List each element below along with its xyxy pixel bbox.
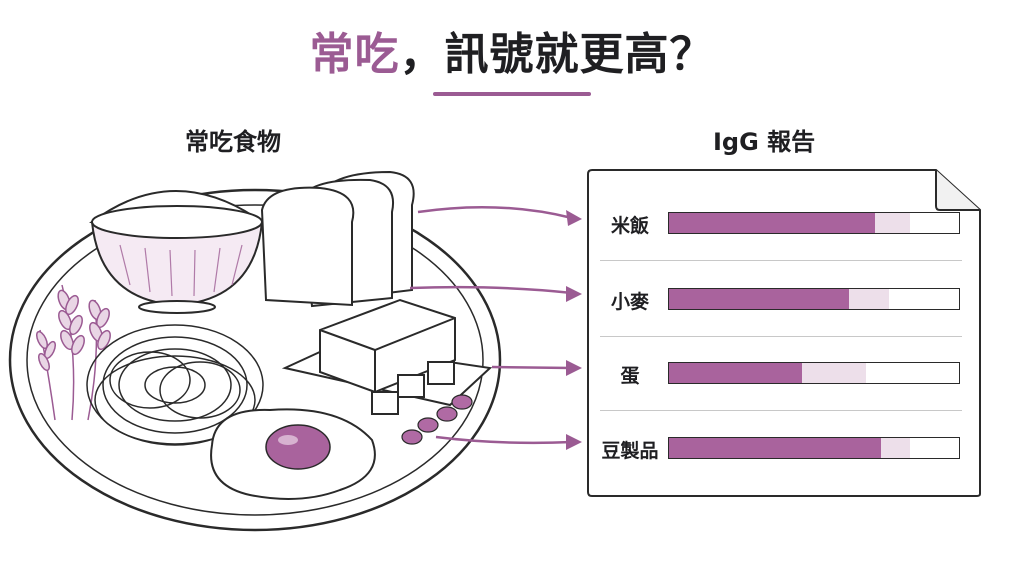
- igg-level-fill: [669, 363, 803, 383]
- row-separator: [600, 260, 962, 261]
- igg-level-bar: [668, 288, 960, 310]
- right-heading: IgG 報告: [713, 128, 816, 156]
- igg-level-fill: [669, 289, 849, 309]
- tofu-icon: [281, 298, 493, 415]
- report-document-icon: [587, 169, 981, 497]
- row-separator: [600, 336, 962, 337]
- report-row-label: 蛋: [620, 365, 640, 387]
- igg-report: [586, 168, 983, 498]
- left-heading: 常吃食物: [185, 128, 281, 156]
- title-accent: 常吃: [309, 29, 400, 80]
- title-underline: [433, 92, 591, 96]
- bread-icon: [260, 170, 415, 308]
- igg-level-bar: [668, 362, 960, 384]
- title-rest: ，訊號就更高？: [399, 29, 715, 80]
- rice-bowl-icon: [88, 190, 266, 314]
- igg-level-bar: [668, 437, 960, 459]
- arrow-head-2: [566, 286, 582, 302]
- igg-level-bar: [668, 212, 960, 234]
- noodles-icon: [86, 324, 264, 446]
- igg-level-fill: [669, 438, 881, 458]
- report-row-label: 豆製品: [601, 440, 659, 462]
- arrow-head-1: [566, 210, 582, 226]
- row-separator: [600, 410, 962, 411]
- igg-level-fill: [669, 213, 875, 233]
- wheat-icon: [35, 284, 111, 421]
- page-title: 常吃，訊號就更高？: [0, 18, 1024, 82]
- report-row-label: 米飯: [610, 215, 649, 237]
- report-row-label: 小麥: [610, 291, 649, 313]
- soybeans-icon: [401, 394, 473, 445]
- arrow-head-3: [566, 360, 582, 376]
- arrow-icon: [409, 205, 573, 445]
- arrow-head-4: [566, 434, 582, 450]
- egg-icon: [210, 408, 376, 500]
